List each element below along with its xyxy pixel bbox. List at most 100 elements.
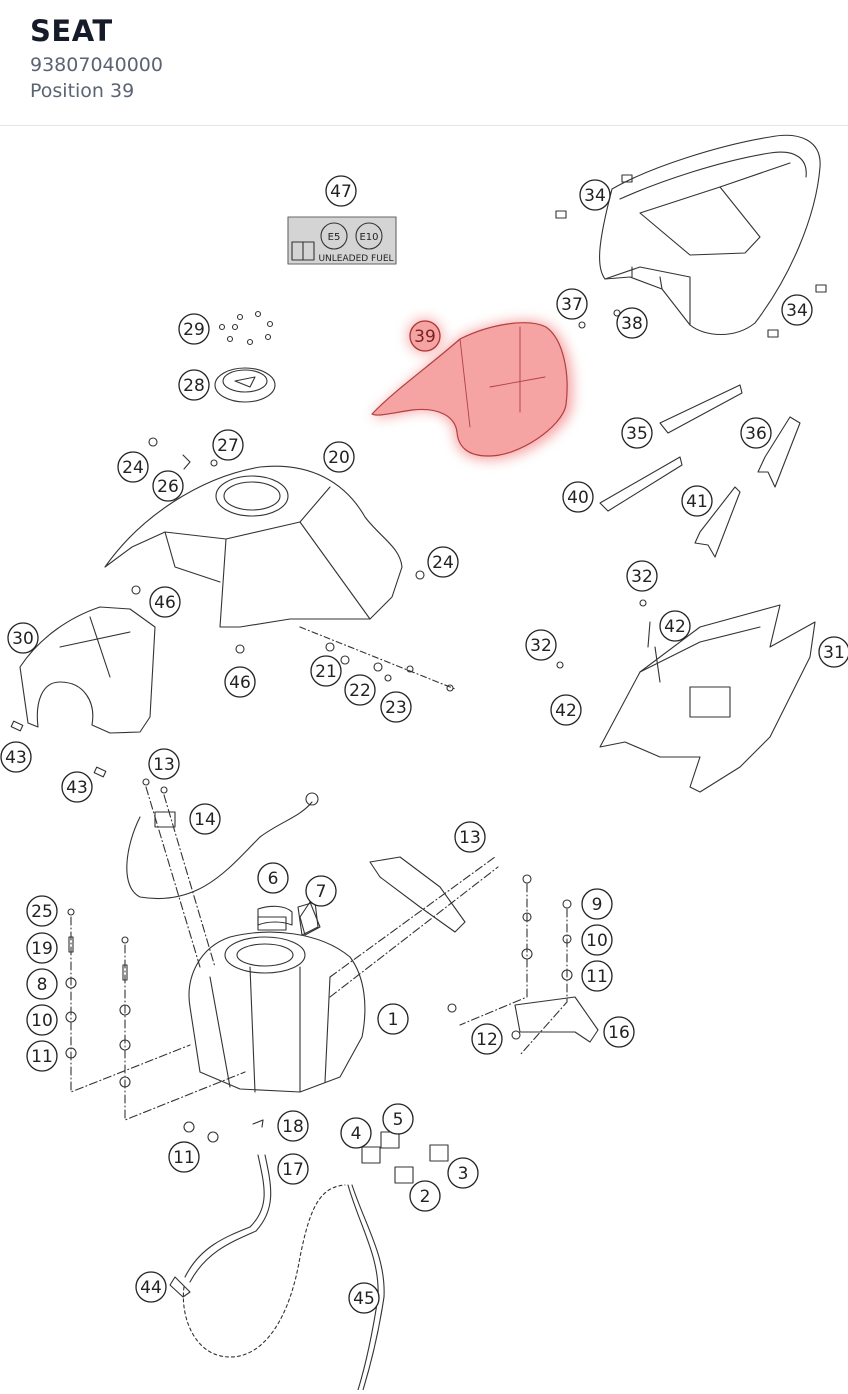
part-number: 93807040000	[30, 54, 163, 76]
callout-number: 23	[385, 698, 407, 718]
callout-1[interactable]: 1	[377, 1003, 409, 1035]
callout-30[interactable]: 30	[7, 622, 39, 654]
callout-number: 34	[786, 301, 808, 321]
tank-cover-hardware-drawing	[131, 585, 456, 692]
callout-14[interactable]: 14	[189, 803, 221, 835]
callout-19[interactable]: 19	[26, 932, 58, 964]
callout-number: 46	[154, 593, 176, 613]
callout-46[interactable]: 46	[224, 666, 256, 698]
callout-32[interactable]: 32	[525, 629, 557, 661]
callout-10[interactable]: 10	[26, 1004, 58, 1036]
callout-12[interactable]: 12	[471, 1023, 503, 1055]
callout-number: 25	[31, 902, 53, 922]
callout-35[interactable]: 35	[621, 417, 653, 449]
callout-39-highlighted[interactable]: 39	[407, 318, 443, 354]
callout-circle	[581, 960, 613, 992]
callout-17[interactable]: 17	[277, 1153, 309, 1185]
callout-7[interactable]: 7	[305, 875, 337, 907]
callout-4[interactable]: 4	[340, 1117, 372, 1149]
callout-37[interactable]: 37	[556, 288, 588, 320]
callout-number: 12	[476, 1030, 498, 1050]
fuel-cap-drawing	[214, 367, 276, 403]
callout-number: 5	[393, 1110, 404, 1130]
callout-46[interactable]: 46	[149, 586, 181, 618]
callout-25[interactable]: 25	[26, 895, 58, 927]
callout-20[interactable]: 20	[323, 441, 355, 473]
callout-43[interactable]: 43	[61, 771, 93, 803]
callout-10[interactable]: 10	[581, 924, 613, 956]
callout-circle	[178, 369, 210, 401]
callout-29[interactable]: 29	[178, 313, 210, 345]
callout-13[interactable]: 13	[148, 748, 180, 780]
callout-number: 10	[31, 1011, 53, 1031]
callout-42[interactable]: 42	[659, 610, 691, 642]
callout-number: 6	[268, 869, 279, 889]
callout-2[interactable]: 2	[409, 1180, 441, 1212]
callout-38[interactable]: 38	[616, 307, 648, 339]
callout-21[interactable]: 21	[310, 655, 342, 687]
callout-number: 31	[823, 643, 845, 663]
callout-40[interactable]: 40	[562, 481, 594, 513]
callout-5[interactable]: 5	[382, 1103, 414, 1135]
callout-47[interactable]: 47	[325, 175, 357, 207]
callout-circle	[621, 417, 653, 449]
callout-27[interactable]: 27	[212, 429, 244, 461]
callout-circle	[277, 1153, 309, 1185]
fuel-tank-drawing	[188, 901, 366, 1093]
callout-28[interactable]: 28	[178, 369, 210, 401]
callout-22[interactable]: 22	[344, 674, 376, 706]
trim-pieces-drawing	[599, 384, 801, 558]
callout-41[interactable]: 41	[681, 485, 713, 517]
callout-36[interactable]: 36	[740, 417, 772, 449]
callout-number: 13	[153, 755, 175, 775]
callout-45[interactable]: 45	[348, 1282, 380, 1314]
unleaded-fuel-sticker	[287, 216, 397, 265]
callout-26[interactable]: 26	[152, 470, 184, 502]
callout-number: 8	[37, 975, 48, 995]
callout-number: 32	[631, 567, 653, 587]
callout-number: 41	[686, 492, 708, 512]
callout-number: 35	[626, 424, 648, 444]
callout-34[interactable]: 34	[579, 179, 611, 211]
callout-44[interactable]: 44	[135, 1271, 167, 1303]
callout-43[interactable]: 43	[0, 741, 32, 773]
callout-number: 30	[12, 629, 34, 649]
callout-number: 43	[5, 748, 27, 768]
callout-circle	[377, 1003, 409, 1035]
callout-number: 7	[316, 882, 327, 902]
callout-circle	[305, 875, 337, 907]
callout-number: 14	[194, 810, 216, 830]
callout-circle	[380, 691, 412, 723]
callout-6[interactable]: 6	[257, 862, 289, 894]
callout-circle	[581, 888, 613, 920]
callout-42[interactable]: 42	[550, 694, 582, 726]
callout-13[interactable]: 13	[454, 821, 486, 853]
callout-number: 3	[458, 1164, 469, 1184]
unleaded-fuel-label: UNLEADED FUEL	[318, 254, 393, 264]
side-panel-drawing	[19, 606, 156, 734]
callout-11[interactable]: 11	[168, 1141, 200, 1173]
callout-circle	[427, 546, 459, 578]
callout-24[interactable]: 24	[427, 546, 459, 578]
drain-hoses-drawing	[169, 1154, 385, 1391]
callout-18[interactable]: 18	[277, 1110, 309, 1142]
diagram-canvas: E5 E10 UNLEADED FUEL 4734343738292827202…	[0, 134, 848, 1391]
callout-16[interactable]: 16	[603, 1016, 635, 1048]
callout-number: 39	[414, 327, 436, 347]
e10-label: E10	[359, 232, 378, 243]
callout-number: 26	[157, 477, 179, 497]
e5-label: E5	[328, 232, 341, 243]
callout-11[interactable]: 11	[26, 1040, 58, 1072]
callout-number: 24	[122, 458, 144, 478]
callout-24[interactable]: 24	[117, 451, 149, 483]
callout-34[interactable]: 34	[781, 294, 813, 326]
vent-hose-drawing	[126, 778, 319, 968]
callout-23[interactable]: 23	[380, 691, 412, 723]
callout-9[interactable]: 9	[581, 888, 613, 920]
callout-8[interactable]: 8	[26, 968, 58, 1000]
callout-3[interactable]: 3	[447, 1157, 479, 1189]
callout-31[interactable]: 31	[818, 636, 848, 668]
callout-11[interactable]: 11	[581, 960, 613, 992]
callout-circle	[740, 417, 772, 449]
callout-32[interactable]: 32	[626, 560, 658, 592]
